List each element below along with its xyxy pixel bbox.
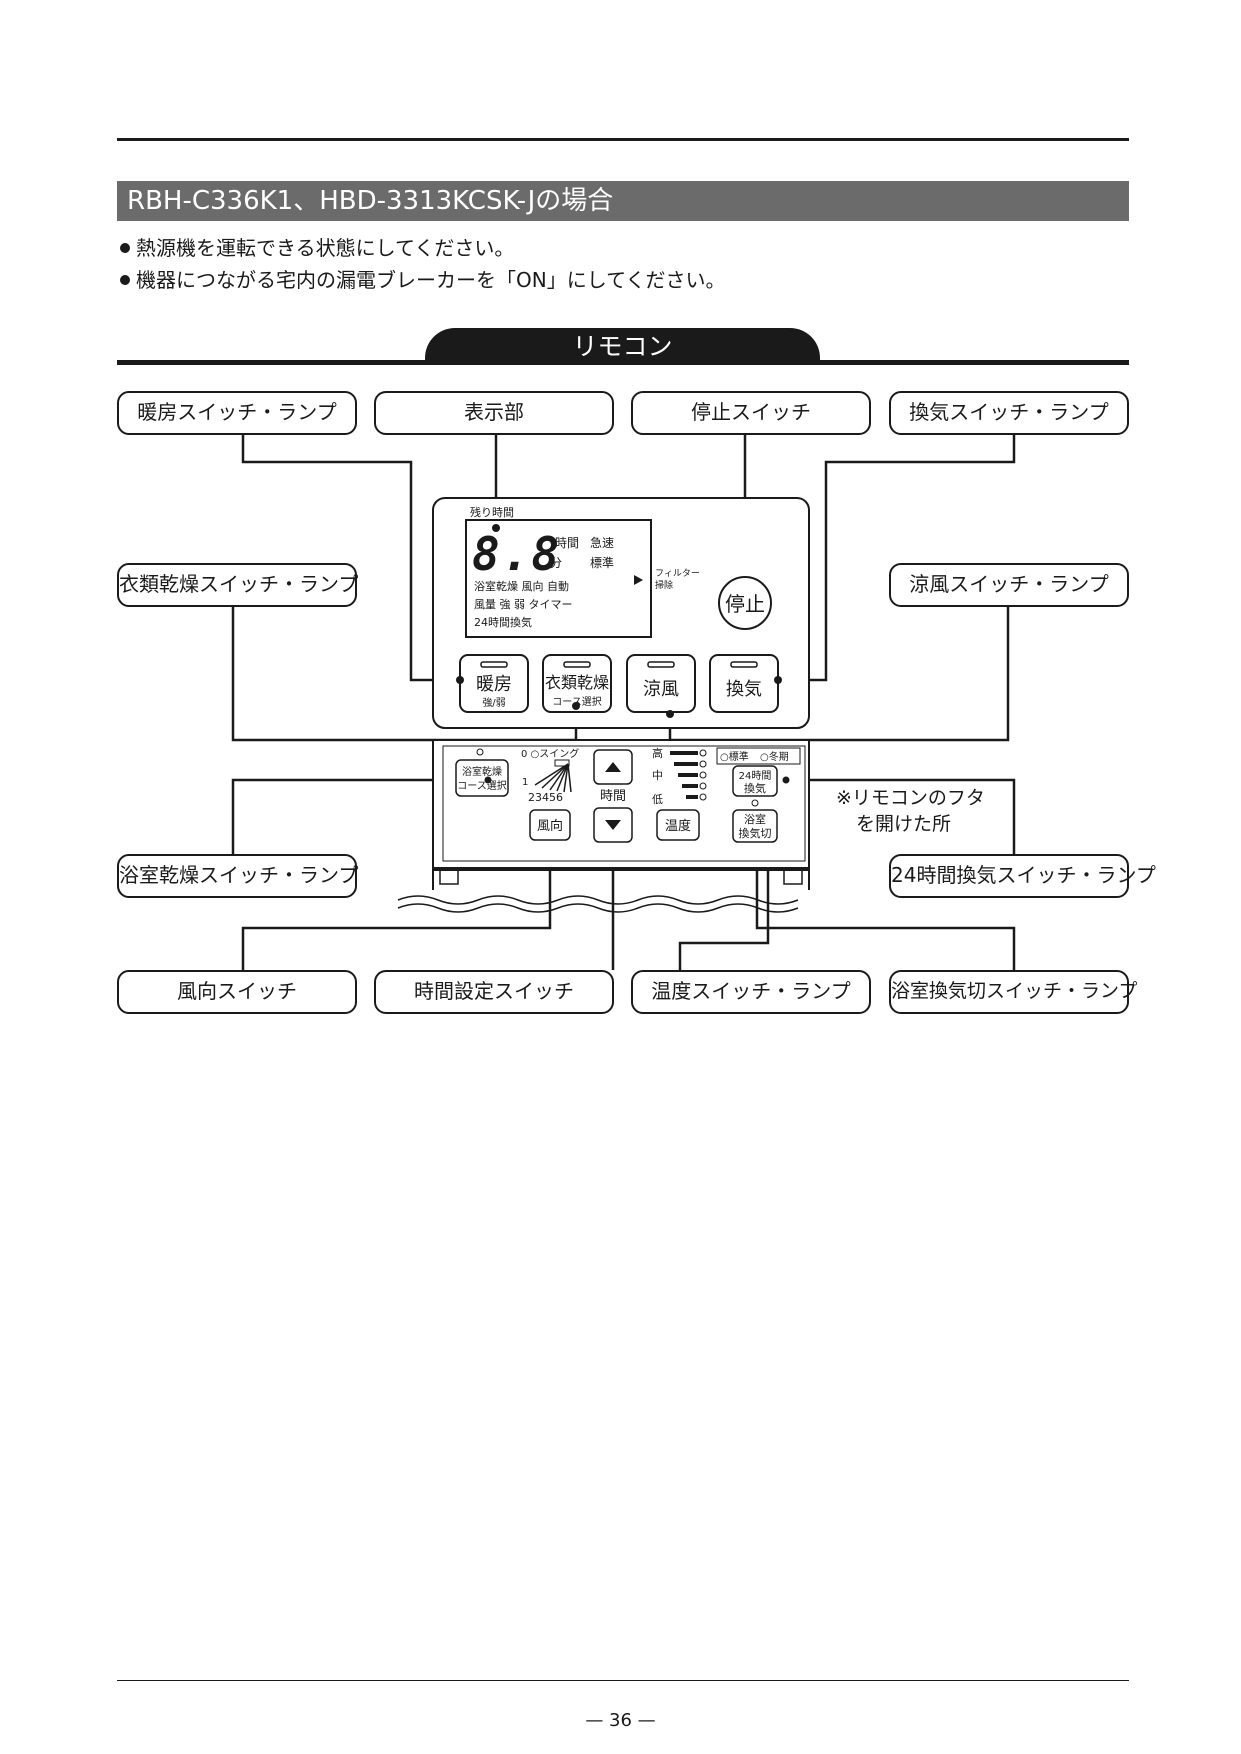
swing-num-1: 1 [522,777,528,788]
lid-note-2: を開けた所 [856,813,951,835]
clothes-dry-button[interactable] [542,654,612,713]
bath-dry-label-1: 浴室乾燥 [462,765,502,778]
callout-display: 表示部 [374,391,614,435]
lcd-filter: フィルター [655,568,700,579]
direction-label: 風向 [537,818,563,834]
bullet-2: 機器につながる宅内の漏電ブレーカーを「ON」にしてください。 [120,266,726,294]
bullet-dot [120,242,130,253]
callout-temperature: 温度スイッチ・ランプ [631,970,871,1014]
remote-tab: リモコン [425,328,820,363]
bottom-rule [117,1680,1129,1681]
lid-note-1: ※リモコンのフタ [836,787,985,809]
down-arrow-icon [605,820,621,830]
lcd-screen [465,519,652,638]
bullet-text: 熱源機を運転できる状態にしてください。 [136,236,515,260]
clothes-dry-lamp [563,661,591,668]
direction-button[interactable] [529,809,571,841]
bath-dry-button[interactable] [455,759,509,797]
temp-low: 低 [652,793,663,806]
lcd-row4: 風量 強 弱 タイマー [474,598,573,611]
cool-lamp [647,661,675,668]
remote-rule [117,360,1129,365]
callout-heating: 暖房スイッチ・ランプ [117,391,357,435]
temp-lamps [699,749,707,801]
stop-button[interactable] [718,576,772,630]
page-number: — 36 — [585,1710,656,1731]
callout-vent24: 24時間換気スイッチ・ランプ [889,854,1156,898]
temp-mid: 中 [652,769,663,782]
temp-level-bars [670,751,698,799]
lcd-row5: 24時間換気 [474,615,532,629]
winter-lamp-label: ○冬期 [760,750,789,763]
time-label: 時間 [600,789,626,804]
heating-button-sub: 強/弱 [482,696,505,709]
heating-button-label: 暖房 [476,674,512,695]
temp-label: 温度 [665,818,691,834]
bath-vent-label-2: 換気切 [739,826,772,840]
top-rule [117,138,1129,141]
swing-fan-icon [534,763,572,793]
callout-cool-breeze: 涼風スイッチ・ランプ [889,563,1129,607]
callout-direction: 風向スイッチ [117,970,357,1014]
cool-button-label: 涼風 [643,679,679,700]
callout-stop: 停止スイッチ [631,391,871,435]
heating-lamp [480,661,508,668]
leader-dot [572,702,580,710]
bath-vent-off-button[interactable] [732,809,778,843]
leader-dot [492,524,500,532]
leader-dot [456,676,464,684]
temp-high: 高 [652,746,663,760]
vent-button-label: 換気 [726,679,762,700]
lcd-row3: 浴室乾燥 風向 自動 [474,579,569,593]
lcd-minutes: 分 [550,556,562,570]
lcd-remaining: 残り時間 [470,505,514,519]
filter-arrow-icon [634,575,643,585]
leader-dot [666,710,674,718]
standard-lamp-label: ○標準 [720,750,749,763]
bullet-dot [120,274,130,285]
bullet-text: 機器につながる宅内の漏電ブレーカーを「ON」にしてください。 [136,268,726,292]
wall-break-lines [397,895,799,913]
swing-num-2: 23456 [528,791,563,804]
callout-ventilation: 換気スイッチ・ランプ [889,391,1129,435]
cool-button[interactable] [626,654,696,713]
lcd-standard: 標準 [590,555,614,570]
lcd-digits: 8.8 [472,527,561,581]
bath-dry-label-2: コース選択 [457,779,507,792]
swing-label: 0 ○スイング [521,747,579,760]
stop-button-label: 停止 [725,592,765,616]
lcd-rapid: 急速 [590,535,614,550]
up-arrow-icon [605,762,621,772]
callout-bath-dry: 浴室乾燥スイッチ・ランプ [117,854,358,898]
bullet-1: 熱源機を運転できる状態にしてください。 [120,234,514,262]
clothes-dry-button-label: 衣類乾燥 [545,673,609,692]
lcd-hours: 時間 [555,536,579,550]
callout-bath-vent-off: 浴室換気切スイッチ・ランプ [889,970,1137,1014]
vent-lamp [730,661,758,668]
callout-time-set: 時間設定スイッチ [374,970,614,1014]
bath-vent-label-1: 浴室 [744,812,766,826]
vent24-label-1: 24時間 [739,770,772,782]
lcd-cleaning: 掃除 [655,579,673,591]
leader-dot [774,676,782,684]
vent24-label-2: 換気 [744,781,766,795]
temperature-button[interactable] [656,809,700,841]
vent24-button[interactable] [732,765,778,797]
remote-body: 残り時間 8.8 時間 急速 分 標準 浴室乾燥 風向 自動 風量 強 弱 タイ… [397,497,985,913]
clothes-dry-button-sub: コース選択 [552,695,602,708]
callout-clothes-dry: 衣類乾燥スイッチ・ランプ [117,563,358,607]
section-title: RBH-C336K1、HBD-3313KCSK-Jの場合 [117,181,1129,221]
